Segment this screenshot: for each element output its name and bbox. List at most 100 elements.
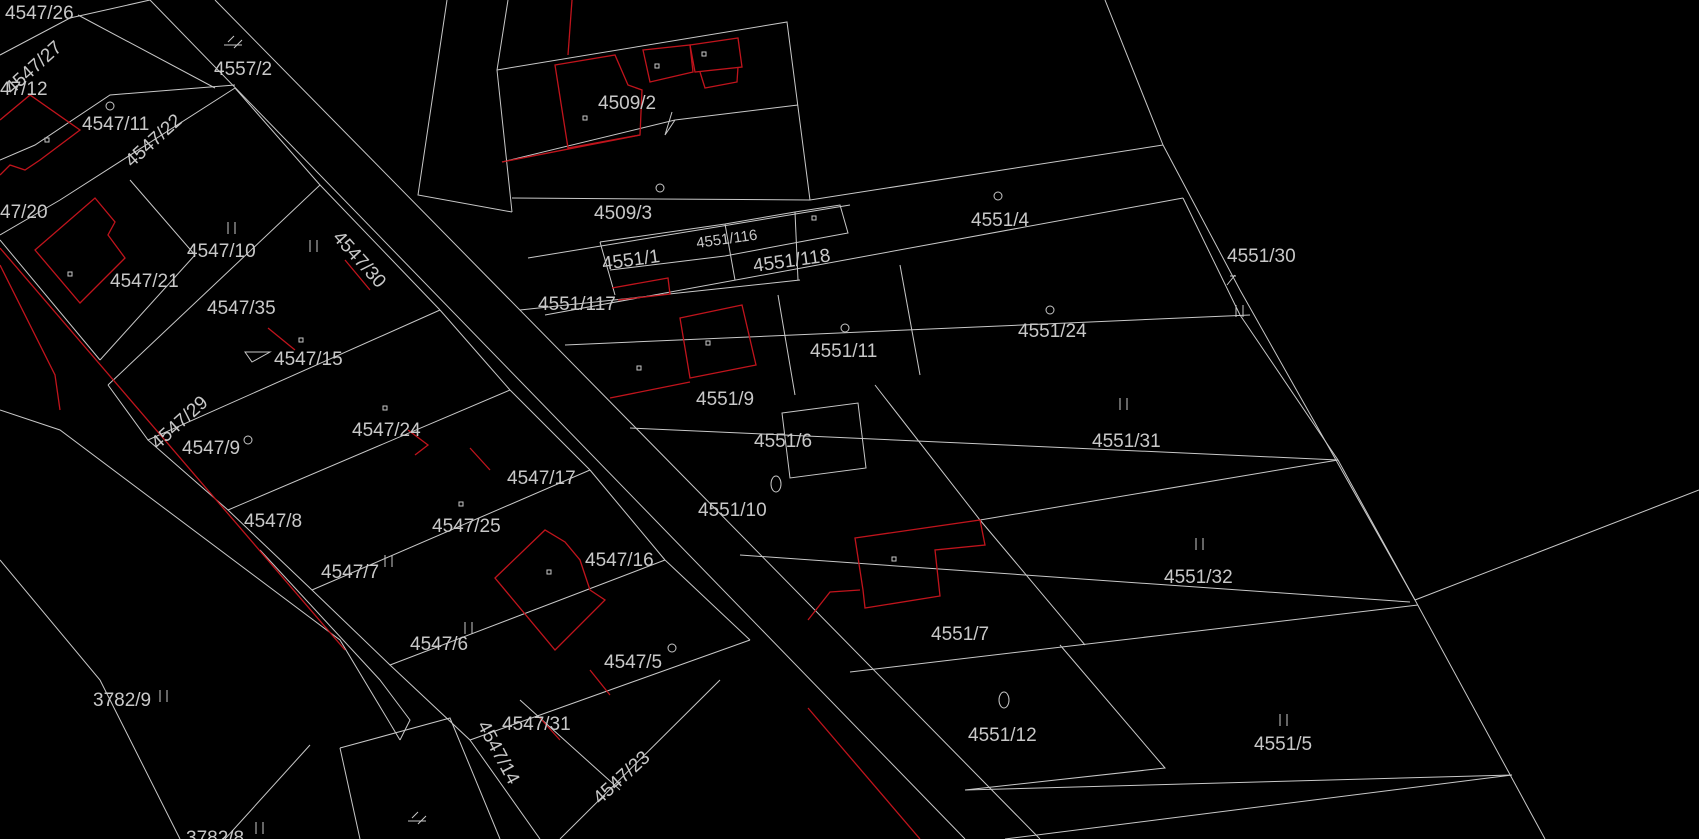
parcel-label[interactable]: 4551/30 (1227, 246, 1296, 267)
parcel-line (511, 144, 1164, 201)
building-line (807, 707, 921, 839)
centroid-marker (891, 556, 897, 562)
meadow-symbol (840, 323, 850, 333)
parcel-label[interactable]: 47/12 (0, 79, 48, 100)
parcel-label[interactable]: 4547/25 (432, 516, 501, 537)
garden-symbol (224, 35, 243, 49)
parcel-label[interactable]: 4547/10 (187, 241, 256, 262)
parcel-label[interactable]: 4547/8 (244, 511, 302, 532)
parcel-label[interactable]: 4551/9 (696, 389, 754, 410)
parcel-line (724, 223, 736, 281)
parcel-label[interactable]: 3782/9 (93, 690, 151, 711)
arable-symbol (227, 222, 236, 234)
arable-symbol (255, 822, 264, 834)
parcel-label[interactable]: 4547/5 (604, 652, 662, 673)
parcel-line (874, 384, 1086, 646)
parcel-label[interactable]: 4547/31 (502, 714, 571, 735)
parcel-line (599, 241, 616, 296)
parcel-label[interactable]: 4551/4 (971, 210, 1030, 231)
parcel-label[interactable]: 4551/6 (754, 431, 812, 452)
parcel-line (794, 211, 799, 281)
parcel-line (0, 84, 236, 161)
parcel-label[interactable]: 4509/2 (598, 93, 656, 114)
building-line (807, 589, 861, 621)
building-4547-21 (34, 197, 126, 304)
centroid-marker (382, 405, 388, 411)
parcel-label[interactable]: 4551/10 (698, 500, 767, 521)
building-4551-7 (854, 519, 986, 609)
parcel-label[interactable]: 4547/35 (207, 298, 276, 319)
parcel-label[interactable]: 4509/3 (594, 203, 652, 224)
garden-symbol (408, 811, 427, 825)
parcel-label[interactable]: 4547/21 (110, 271, 179, 292)
centroid-marker (701, 51, 707, 57)
parcel-label[interactable]: 4547/23 (589, 747, 654, 809)
parcel-line (509, 389, 591, 471)
centroid-marker (458, 501, 464, 507)
parcel-label[interactable]: 4547/15 (274, 349, 343, 370)
parcel-line (739, 554, 1411, 603)
building-outline (244, 351, 272, 363)
parcel-line (519, 699, 621, 791)
parcel-label[interactable]: 4551/11 (810, 341, 877, 362)
building-line (611, 277, 671, 301)
parcel-label[interactable]: 4551/24 (1018, 321, 1087, 342)
parcel-label[interactable]: 47/20 (0, 202, 48, 223)
parcel-label[interactable]: 4557/2 (214, 59, 272, 80)
parcel-label[interactable]: 4551/7 (931, 624, 989, 645)
building-line (501, 134, 641, 163)
parcel-line (899, 264, 921, 376)
parcel-line (664, 559, 751, 641)
parcel-label[interactable]: 4547/7 (321, 562, 379, 583)
parcel-label[interactable]: 4551/5 (1254, 734, 1312, 755)
arable-symbol (309, 240, 318, 252)
parcel-label[interactable]: 4547/6 (410, 634, 468, 655)
parcel-label[interactable]: 4551/116 (695, 227, 758, 252)
parcel-label[interactable]: 4551/31 (1092, 431, 1161, 452)
parcel-label[interactable]: 4547/16 (585, 550, 654, 571)
parcel-label[interactable]: 3782/8 (186, 828, 244, 839)
meadow-symbol (993, 191, 1003, 201)
parcel-label[interactable]: 4547/9 (182, 438, 240, 459)
parcel-label[interactable]: 4547/11 (82, 114, 149, 135)
parcel-line (1004, 774, 1513, 839)
parcel-line (0, 409, 401, 741)
road-edge-right (214, 0, 1041, 839)
parcel-label[interactable]: 4547/24 (352, 420, 421, 441)
parcel-label[interactable]: 4551/118 (752, 245, 832, 277)
building-line (0, 94, 82, 176)
parcel-label[interactable]: 4551/1 (601, 246, 661, 275)
parcel-label[interactable]: 4551/117 (538, 294, 616, 315)
parcel-line (0, 87, 236, 236)
meadow-symbol (1045, 305, 1055, 315)
parcel-label[interactable]: 4547/17 (507, 468, 576, 489)
centroid-marker (811, 215, 817, 221)
building-4509-2c (689, 37, 743, 73)
centroid-marker (67, 271, 73, 277)
meadow-symbol (105, 101, 115, 111)
building-line (699, 66, 739, 89)
parcel-line (979, 459, 1339, 521)
centroid-marker (582, 115, 588, 121)
building-outline (781, 402, 867, 479)
parcel-label[interactable]: 4551/32 (1164, 567, 1233, 588)
parcel-line (849, 604, 1419, 673)
centroid-marker (298, 337, 304, 343)
centroid-marker (44, 137, 50, 143)
building-4509-2 (554, 54, 643, 149)
building-line (539, 717, 561, 741)
parcel-label[interactable]: 4547/26 (5, 3, 74, 24)
parcel-line (527, 204, 851, 259)
parcel-line (964, 644, 1166, 791)
parcel-label[interactable]: 4551/12 (968, 725, 1037, 746)
map-symbols (44, 35, 1288, 834)
meadow-symbol (667, 643, 677, 653)
parcel-line (469, 739, 541, 839)
building-line (344, 259, 371, 291)
parcel-line (777, 294, 796, 396)
road-edge-left (149, 0, 966, 839)
parcel-line (224, 744, 311, 839)
parcel-line (1239, 314, 1416, 601)
